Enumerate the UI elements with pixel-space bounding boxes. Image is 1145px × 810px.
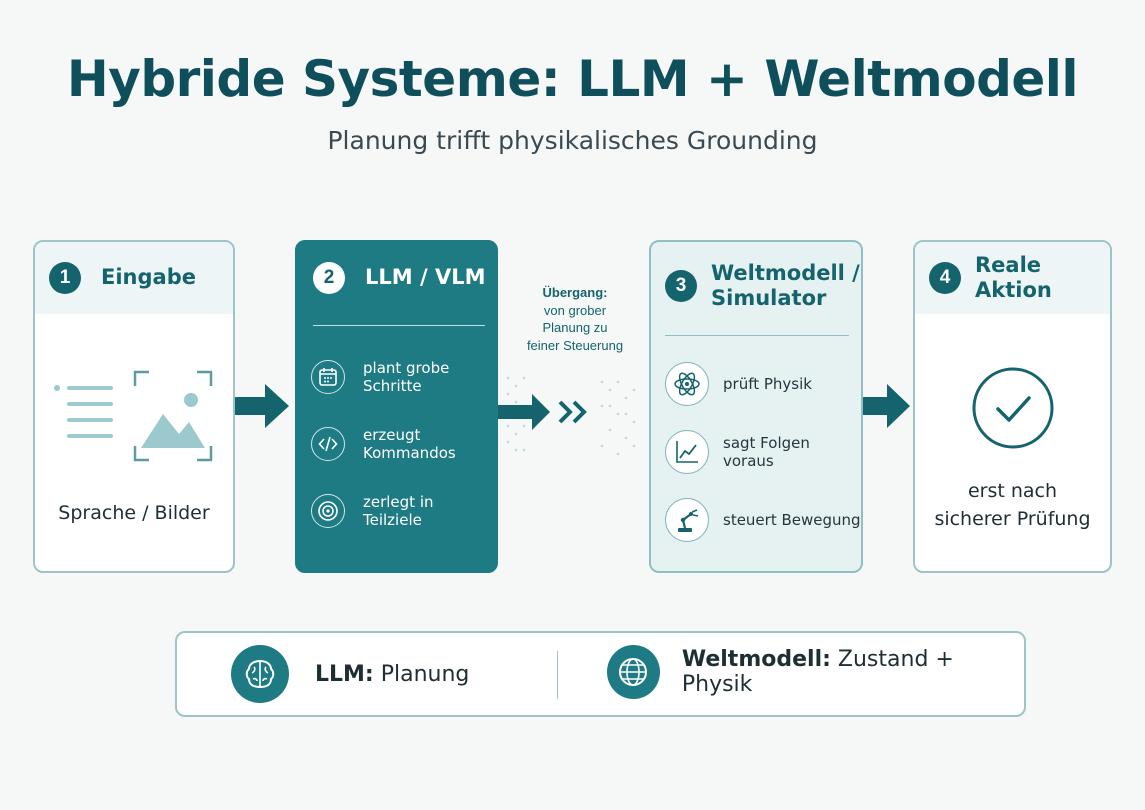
legend-term: LLM:	[315, 661, 374, 687]
list-item: zerlegt in Teilziele	[311, 493, 496, 529]
robot-arm-icon	[665, 498, 709, 542]
transition-line: feiner Steuerung	[526, 337, 624, 353]
list-item-label: prüft Physik	[723, 375, 812, 393]
transition-flow-graphic	[498, 376, 636, 456]
step-caption: erst nach sicherer Prüfung	[915, 478, 1110, 533]
checkmark-icon	[972, 367, 1054, 449]
arrow-right-icon	[863, 384, 910, 428]
step-label: Reale Aktion	[975, 252, 1052, 302]
page-subtitle: Planung trifft physikalisches Grounding	[327, 126, 818, 155]
step-number: 4	[929, 262, 961, 294]
legend-label: LLM: Planung	[315, 662, 469, 687]
list-item: prüft Physik	[665, 362, 812, 406]
divider	[313, 325, 485, 326]
transition-note: Übergang: von grober Planung zu feiner S…	[515, 284, 635, 354]
legend-item-llm: LLM: Planung	[231, 645, 469, 703]
divider	[665, 335, 849, 336]
legend-item-world-model: Weltmodell: Zustand + Physik	[607, 645, 1024, 699]
transition-line: von grober	[543, 302, 607, 318]
page-title: Hybride Systeme: LLM + Weltmodell	[66, 50, 1079, 108]
calendar-icon	[311, 360, 345, 394]
double-chevron-icon	[558, 400, 587, 424]
code-icon	[311, 427, 345, 461]
list-item: steuert Bewegung	[665, 498, 861, 542]
step-label: Eingabe	[101, 265, 196, 290]
step-header: 4 Reale Aktion	[915, 242, 1110, 314]
step-card-world-model: 3 Weltmodell / Simulator prüft Physik sa…	[649, 240, 863, 573]
step-label: LLM / VLM	[365, 265, 486, 290]
line-chart-icon	[665, 430, 709, 474]
list-item-label: plant grobe Schritte	[363, 359, 450, 395]
target-icon	[311, 494, 345, 528]
list-item-label: zerlegt in Teilziele	[363, 493, 434, 529]
list-item-label: steuert Bewegung	[723, 511, 861, 529]
step-number: 1	[49, 262, 81, 294]
atom-icon	[665, 362, 709, 406]
legend-term: Weltmodell:	[681, 647, 831, 672]
step-card-llm: 2 LLM / VLM plant grobe Schritte erzeugt…	[295, 240, 498, 573]
list-item: plant grobe Schritte	[311, 359, 496, 395]
arrow-right-icon	[235, 384, 289, 428]
step-caption-line: erst nach	[967, 480, 1058, 502]
step-label: Weltmodell / Simulator	[711, 261, 860, 311]
document-icon	[54, 385, 113, 438]
step-label-line: Weltmodell /	[711, 260, 860, 285]
legend-description: Zustand + Physik	[681, 647, 954, 697]
list-item: erzeugt Kommandos	[311, 426, 496, 462]
legend-description: Planung	[373, 661, 470, 687]
list-item-label: sagt Folgen voraus	[723, 434, 810, 470]
list-item: sagt Folgen voraus	[665, 430, 861, 474]
step-header: 3 Weltmodell / Simulator	[651, 242, 861, 330]
brain-icon	[231, 645, 289, 703]
legend: LLM: Planung Weltmodell: Zustand + Physi…	[175, 631, 1026, 717]
legend-label: Weltmodell: Zustand + Physik	[682, 647, 1024, 697]
globe-icon	[607, 645, 660, 699]
step-label-line: Simulator	[711, 286, 827, 310]
step-caption-line: sicherer Prüfung	[934, 507, 1091, 530]
image-icon	[133, 370, 213, 462]
step-number: 2	[313, 262, 345, 294]
step-number: 3	[665, 270, 697, 302]
step-header: 2 LLM / VLM	[297, 242, 496, 314]
step-header: 1 Eingabe	[35, 242, 233, 314]
list-item-label: erzeugt Kommandos	[363, 426, 456, 462]
step-card-action: 4 Reale Aktion erst nach sicherer Prüfun…	[913, 240, 1112, 573]
step-caption: Sprache / Bilder	[58, 502, 210, 524]
transition-line: Planung zu	[542, 320, 608, 336]
transition-heading: Übergang:	[542, 285, 608, 300]
step-card-input: 1 Eingabe Sprache / Bilder	[33, 240, 235, 573]
legend-divider	[557, 651, 558, 699]
